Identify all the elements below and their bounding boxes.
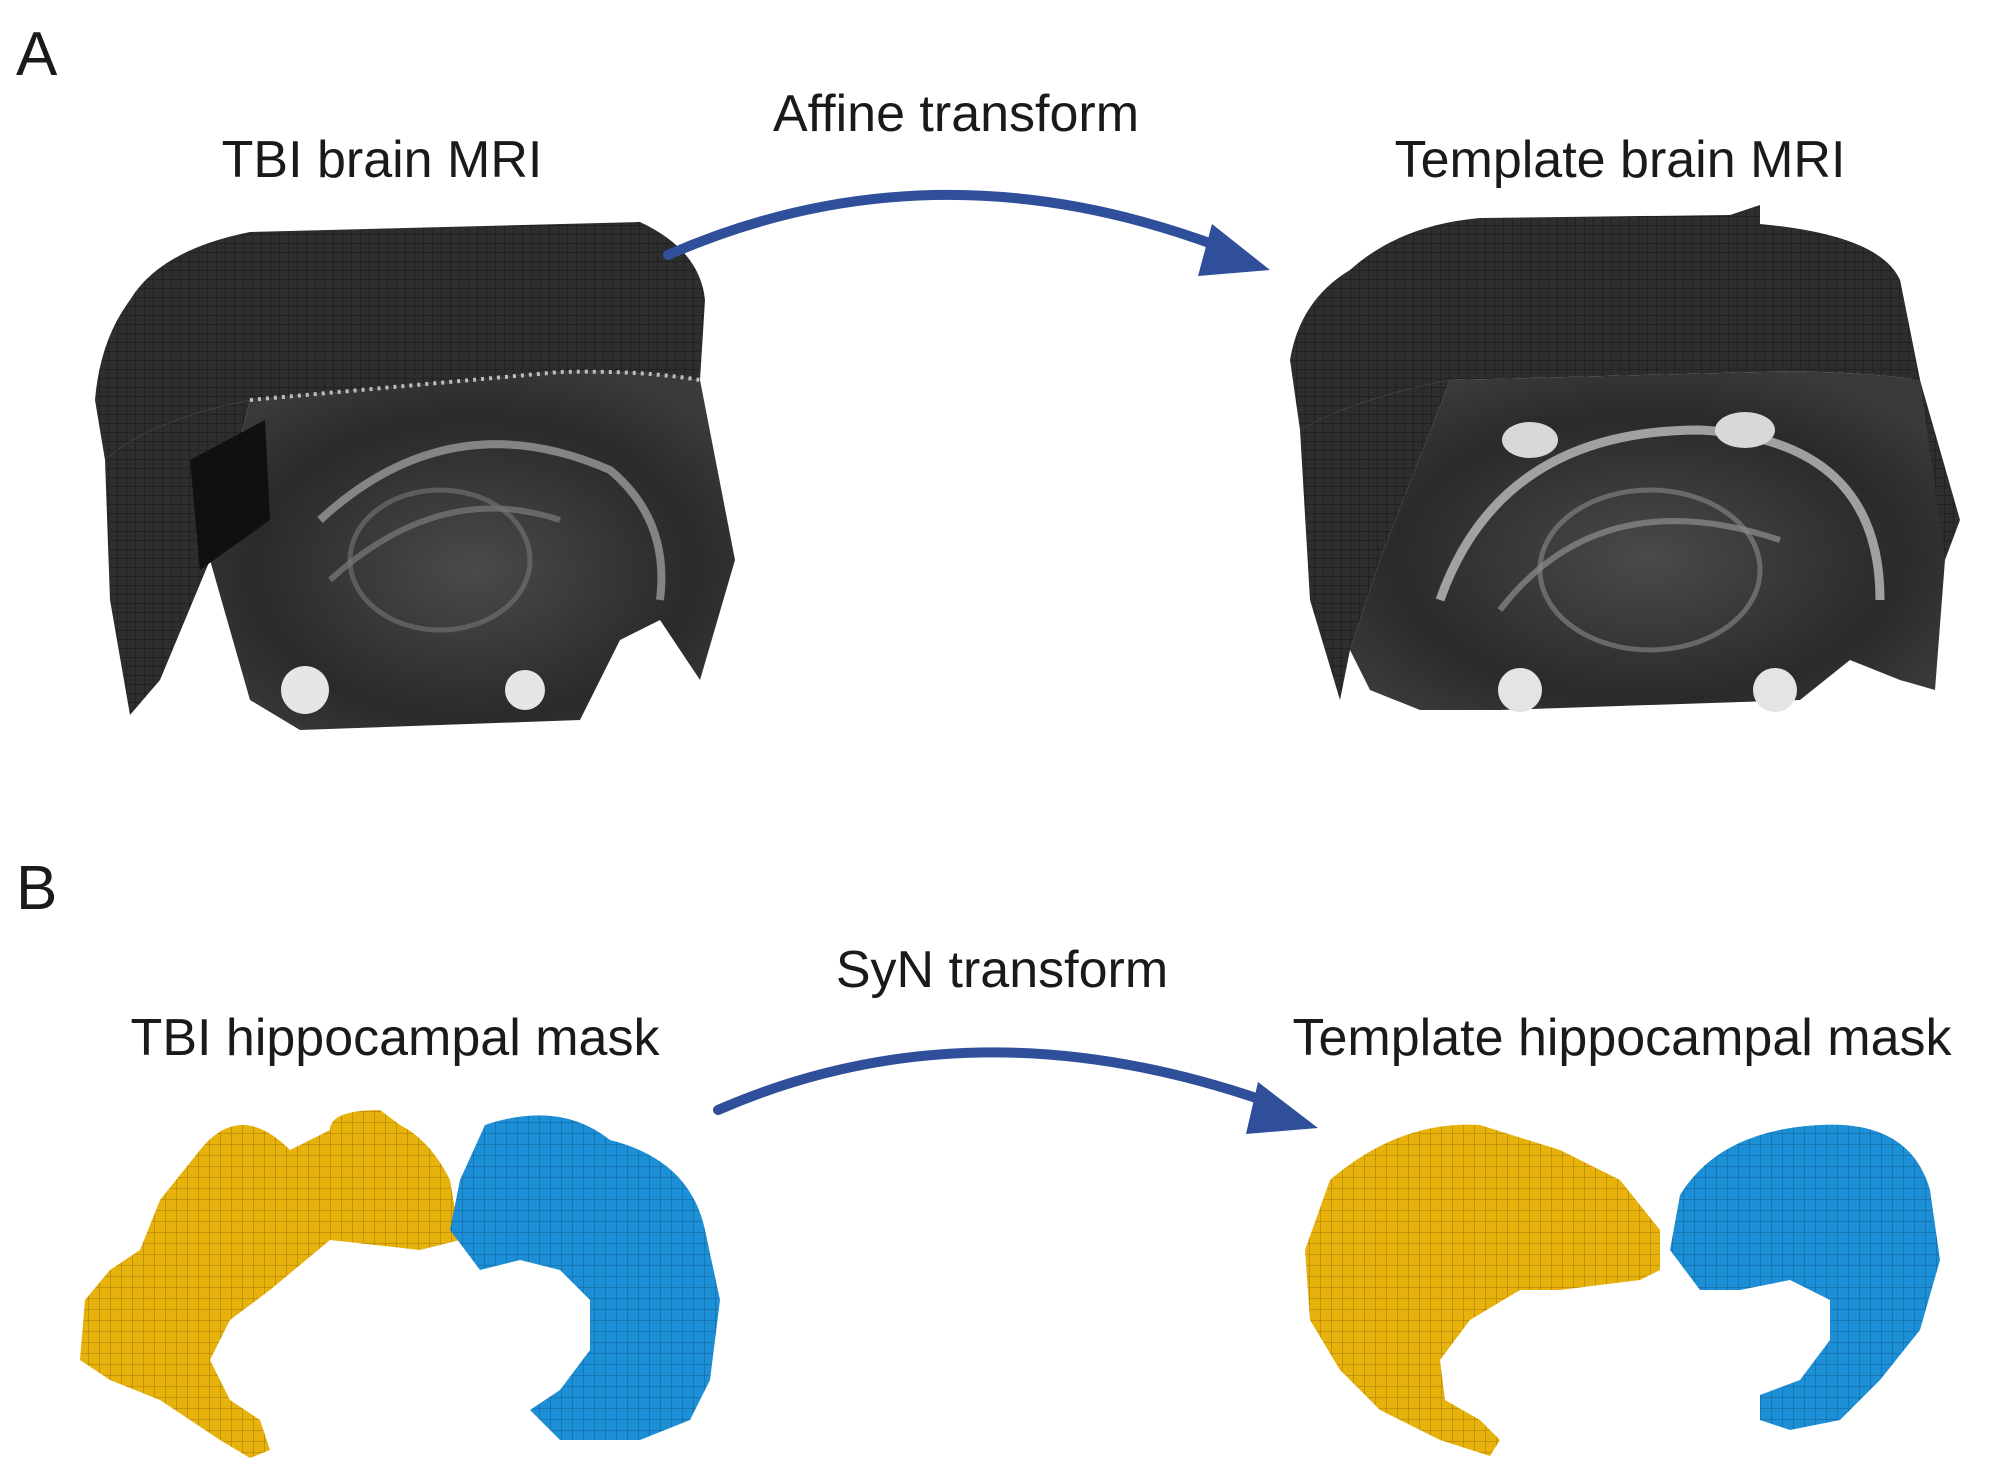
template-brain-mri-image [1290, 205, 1960, 712]
panel-a-label: A [16, 20, 58, 89]
tbi-brain-mri-label: TBI brain MRI [221, 131, 543, 189]
affine-transform-label: Affine transform [772, 85, 1140, 143]
template-hippocampal-mask-label: Template hippocampal mask [1292, 1009, 1952, 1067]
tbi-brain-mri-image [95, 222, 735, 730]
panel-b-label: B [16, 854, 58, 923]
tbi-hippocampal-mask-image [80, 1110, 720, 1458]
syn-transform-label: SyN transform [835, 941, 1169, 999]
template-brain-mri-label: Template brain MRI [1394, 131, 1846, 189]
template-hippocampal-mask-image [1305, 1124, 1940, 1456]
syn-transform-arrow [713, 1047, 1318, 1134]
tbi-hippocampal-mask-label: TBI hippocampal mask [130, 1009, 660, 1067]
affine-transform-arrow [663, 189, 1270, 276]
